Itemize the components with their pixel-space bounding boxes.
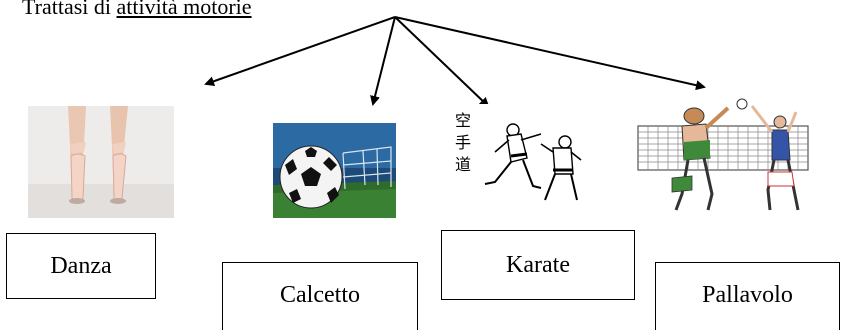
label-danza: Danza (50, 252, 112, 279)
title-prefix: Trattasi di (22, 0, 117, 19)
diagram-title: Trattasi di attività motorie (22, 0, 252, 20)
arrow-to-pallavolo (394, 16, 706, 91)
karate-image: 空 手 道 (441, 104, 587, 204)
svg-text:道: 道 (455, 155, 471, 174)
label-pallavolo: Pallavolo (702, 281, 793, 308)
svg-text:手: 手 (455, 133, 471, 152)
soccer-ball-image (273, 123, 396, 218)
arrow-to-danza (204, 16, 396, 87)
karate-calligraphy: 空 (455, 111, 471, 130)
label-box-pallavolo: Pallavolo (655, 262, 840, 330)
arrow-to-calcetto (370, 16, 396, 106)
label-calcetto: Calcetto (280, 281, 360, 308)
label-box-karate: Karate (441, 230, 635, 300)
title-underlined: attività motorie (116, 0, 252, 19)
ballet-shoes-image (28, 106, 174, 218)
label-box-danza: Danza (6, 233, 156, 299)
label-box-calcetto: Calcetto (222, 262, 418, 330)
arrow-to-karate (394, 16, 490, 108)
volleyball-image (632, 98, 814, 218)
label-karate: Karate (506, 251, 570, 278)
